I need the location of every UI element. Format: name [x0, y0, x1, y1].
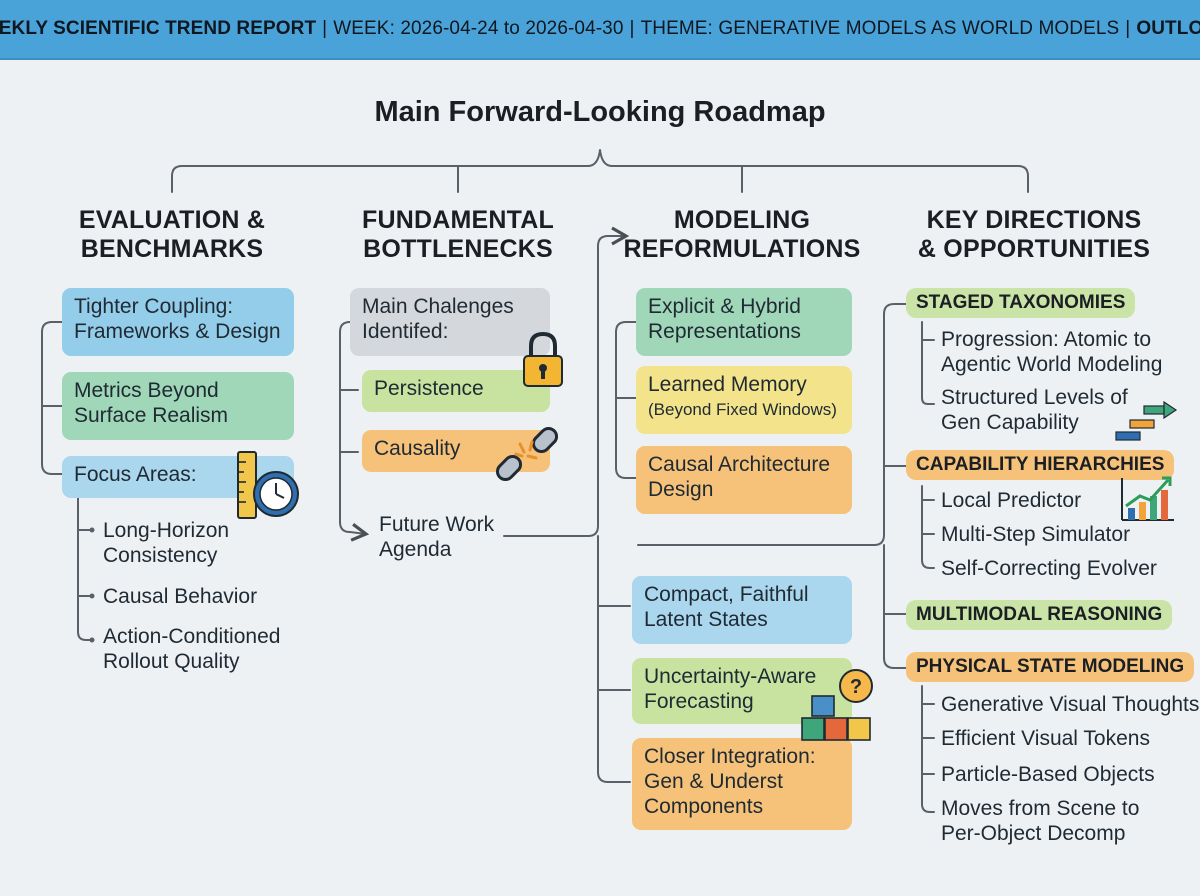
- focus-item-action-conditioned-line1: Action-Conditioned: [103, 625, 281, 648]
- tighter-coupling-line1: Tighter Coupling:: [74, 295, 234, 318]
- metrics-beyond-box: Metrics Beyond Surface Realism: [62, 372, 294, 440]
- col-directions-heading-line2: & OPPORTUNITIES: [917, 235, 1151, 263]
- report-outlook: OUTLOOK: [1136, 18, 1200, 39]
- explicit-hybrid-line2: Representations: [648, 320, 801, 343]
- staged-item-progression-line2: Agentic World Modeling: [941, 353, 1163, 376]
- metrics-beyond-line1: Metrics Beyond: [74, 379, 219, 402]
- padlock-icon: [523, 331, 563, 387]
- broken-chain-icon: [495, 426, 559, 482]
- main-challenges-line2: Identifed:: [362, 320, 449, 343]
- col-bottlenecks-heading-line1: FUNDAMENTAL: [362, 206, 554, 234]
- closer-integration-line3: Components: [644, 795, 764, 818]
- staged-item-structured-levels: Structured Levels of Gen Capability: [941, 385, 1128, 435]
- staged-item-progression-line1: Progression: Atomic to: [941, 328, 1152, 351]
- future-work-line1: Future Work: [379, 513, 495, 536]
- main-challenges-box: Main Chalenges Identifed:: [350, 288, 550, 356]
- col-bottlenecks-heading-line2: BOTTLENECKS: [363, 235, 553, 263]
- focus-item-causal-behavior-line1: Causal Behavior: [103, 585, 258, 608]
- col-modeling-heading-line2: REFORMULATIONS: [623, 235, 861, 263]
- blocks-question-icon: ?: [801, 669, 873, 741]
- learned-memory-line2: (Beyond Fixed Windows): [648, 400, 837, 419]
- causal-architecture-box: Causal Architecture Design: [636, 446, 852, 514]
- report-label: WEEKLY SCIENTIFIC TREND REPORT: [0, 18, 317, 39]
- compact-latent-line1: Compact, Faithful: [644, 583, 809, 606]
- physical-item-particle-objects: Particle-Based Objects: [941, 763, 1155, 786]
- report-week: WEEK: 2026-04-24 to 2026-04-30: [333, 18, 624, 39]
- staged-item-structured-levels-line1: Structured Levels of: [941, 386, 1128, 409]
- growth-chart-icon: [1121, 476, 1174, 521]
- physical-item-scene-decomp-line1: Moves from Scene to: [941, 797, 1140, 820]
- physical-item-visual-thoughts: Generative Visual Thoughts: [941, 693, 1200, 716]
- closer-integration-box: Closer Integration: Gen & Underst Compon…: [632, 738, 852, 830]
- col-evaluation-heading: EVALUATION & BENCHMARKS: [62, 206, 282, 264]
- staged-arrows-icon: [1115, 400, 1178, 441]
- capability-item-multi-step: Multi-Step Simulator: [941, 523, 1131, 546]
- causality-label: Causality: [374, 437, 461, 460]
- focus-item-long-horizon-line2: Consistency: [103, 544, 218, 567]
- uncertainty-aware-line1: Uncertainty-Aware: [644, 665, 817, 688]
- causal-architecture-line2: Design: [648, 478, 714, 501]
- focus-item-action-conditioned: Action-Conditioned Rollout Quality: [103, 624, 280, 674]
- future-work-line2: Agenda: [379, 538, 452, 561]
- tighter-coupling-line2: Frameworks & Design: [74, 320, 281, 343]
- closer-integration-line1: Closer Integration:: [644, 745, 816, 768]
- explicit-hybrid-line1: Explicit & Hybrid: [648, 295, 801, 318]
- report-header: WEEKLY SCIENTIFIC TREND REPORT | WEEK: 2…: [0, 0, 1200, 60]
- capability-hierarchies-pill: CAPABILITY HIERARCHIES: [906, 450, 1175, 480]
- closer-integration-line2: Gen & Underst: [644, 770, 783, 793]
- focus-areas-label: Focus Areas:: [74, 463, 197, 486]
- tighter-coupling-box: Tighter Coupling: Frameworks & Design: [62, 288, 294, 356]
- physical-item-scene-decomp: Moves from Scene to Per-Object Decomp: [941, 796, 1139, 846]
- staged-taxonomies-pill: STAGED TAXONOMIES: [906, 288, 1136, 318]
- compact-latent-line2: Latent States: [644, 608, 768, 631]
- persistence-label: Persistence: [374, 377, 484, 400]
- col-bottlenecks-heading: FUNDAMENTAL BOTTLENECKS: [340, 206, 576, 264]
- report-theme: THEME: GENERATIVE MODELS AS WORLD MODELS: [640, 18, 1120, 39]
- focus-item-causal-behavior: Causal Behavior: [103, 584, 257, 609]
- focus-item-long-horizon-line1: Long-Horizon: [103, 519, 230, 542]
- col-directions-heading-line1: KEY DIRECTIONS: [926, 206, 1142, 234]
- staged-item-progression: Progression: Atomic to Agentic World Mod…: [941, 327, 1162, 377]
- main-challenges-line1: Main Chalenges: [362, 295, 514, 318]
- capability-item-local-predictor: Local Predictor: [941, 489, 1082, 512]
- metrics-beyond-line2: Surface Realism: [74, 404, 229, 427]
- future-work-agenda: Future Work Agenda: [379, 512, 494, 562]
- compact-latent-box: Compact, Faithful Latent States: [632, 576, 852, 644]
- ruler-clock-icon: [237, 451, 299, 519]
- learned-memory-box: Learned Memory (Beyond Fixed Windows): [636, 366, 852, 434]
- col-evaluation-heading-line1: EVALUATION &: [78, 206, 266, 234]
- capability-item-self-correcting: Self-Correcting Evolver: [941, 557, 1157, 580]
- roadmap-title: Main Forward-Looking Roadmap: [374, 96, 826, 128]
- col-evaluation-heading-line2: BENCHMARKS: [80, 235, 264, 263]
- col-modeling-heading-line1: MODELING: [673, 206, 811, 234]
- staged-item-structured-levels-line2: Gen Capability: [941, 411, 1079, 434]
- causal-architecture-line1: Causal Architecture: [648, 453, 831, 476]
- focus-item-action-conditioned-line2: Rollout Quality: [103, 650, 240, 673]
- physical-item-scene-decomp-line2: Per-Object Decomp: [941, 822, 1126, 845]
- physical-item-visual-tokens: Efficient Visual Tokens: [941, 727, 1150, 750]
- col-modeling-heading: MODELING REFORMULATIONS: [616, 206, 868, 264]
- learned-memory-line1: Learned Memory: [648, 373, 807, 396]
- svg-text:?: ?: [850, 676, 862, 698]
- explicit-hybrid-box: Explicit & Hybrid Representations: [636, 288, 852, 356]
- uncertainty-aware-line2: Forecasting: [644, 690, 754, 713]
- focus-item-long-horizon: Long-Horizon Consistency: [103, 518, 229, 568]
- multimodal-reasoning-pill: MULTIMODAL REASONING: [906, 600, 1173, 630]
- col-directions-heading: KEY DIRECTIONS & OPPORTUNITIES: [906, 206, 1162, 264]
- physical-state-pill: PHYSICAL STATE MODELING: [906, 652, 1195, 682]
- persistence-box: Persistence: [362, 370, 550, 412]
